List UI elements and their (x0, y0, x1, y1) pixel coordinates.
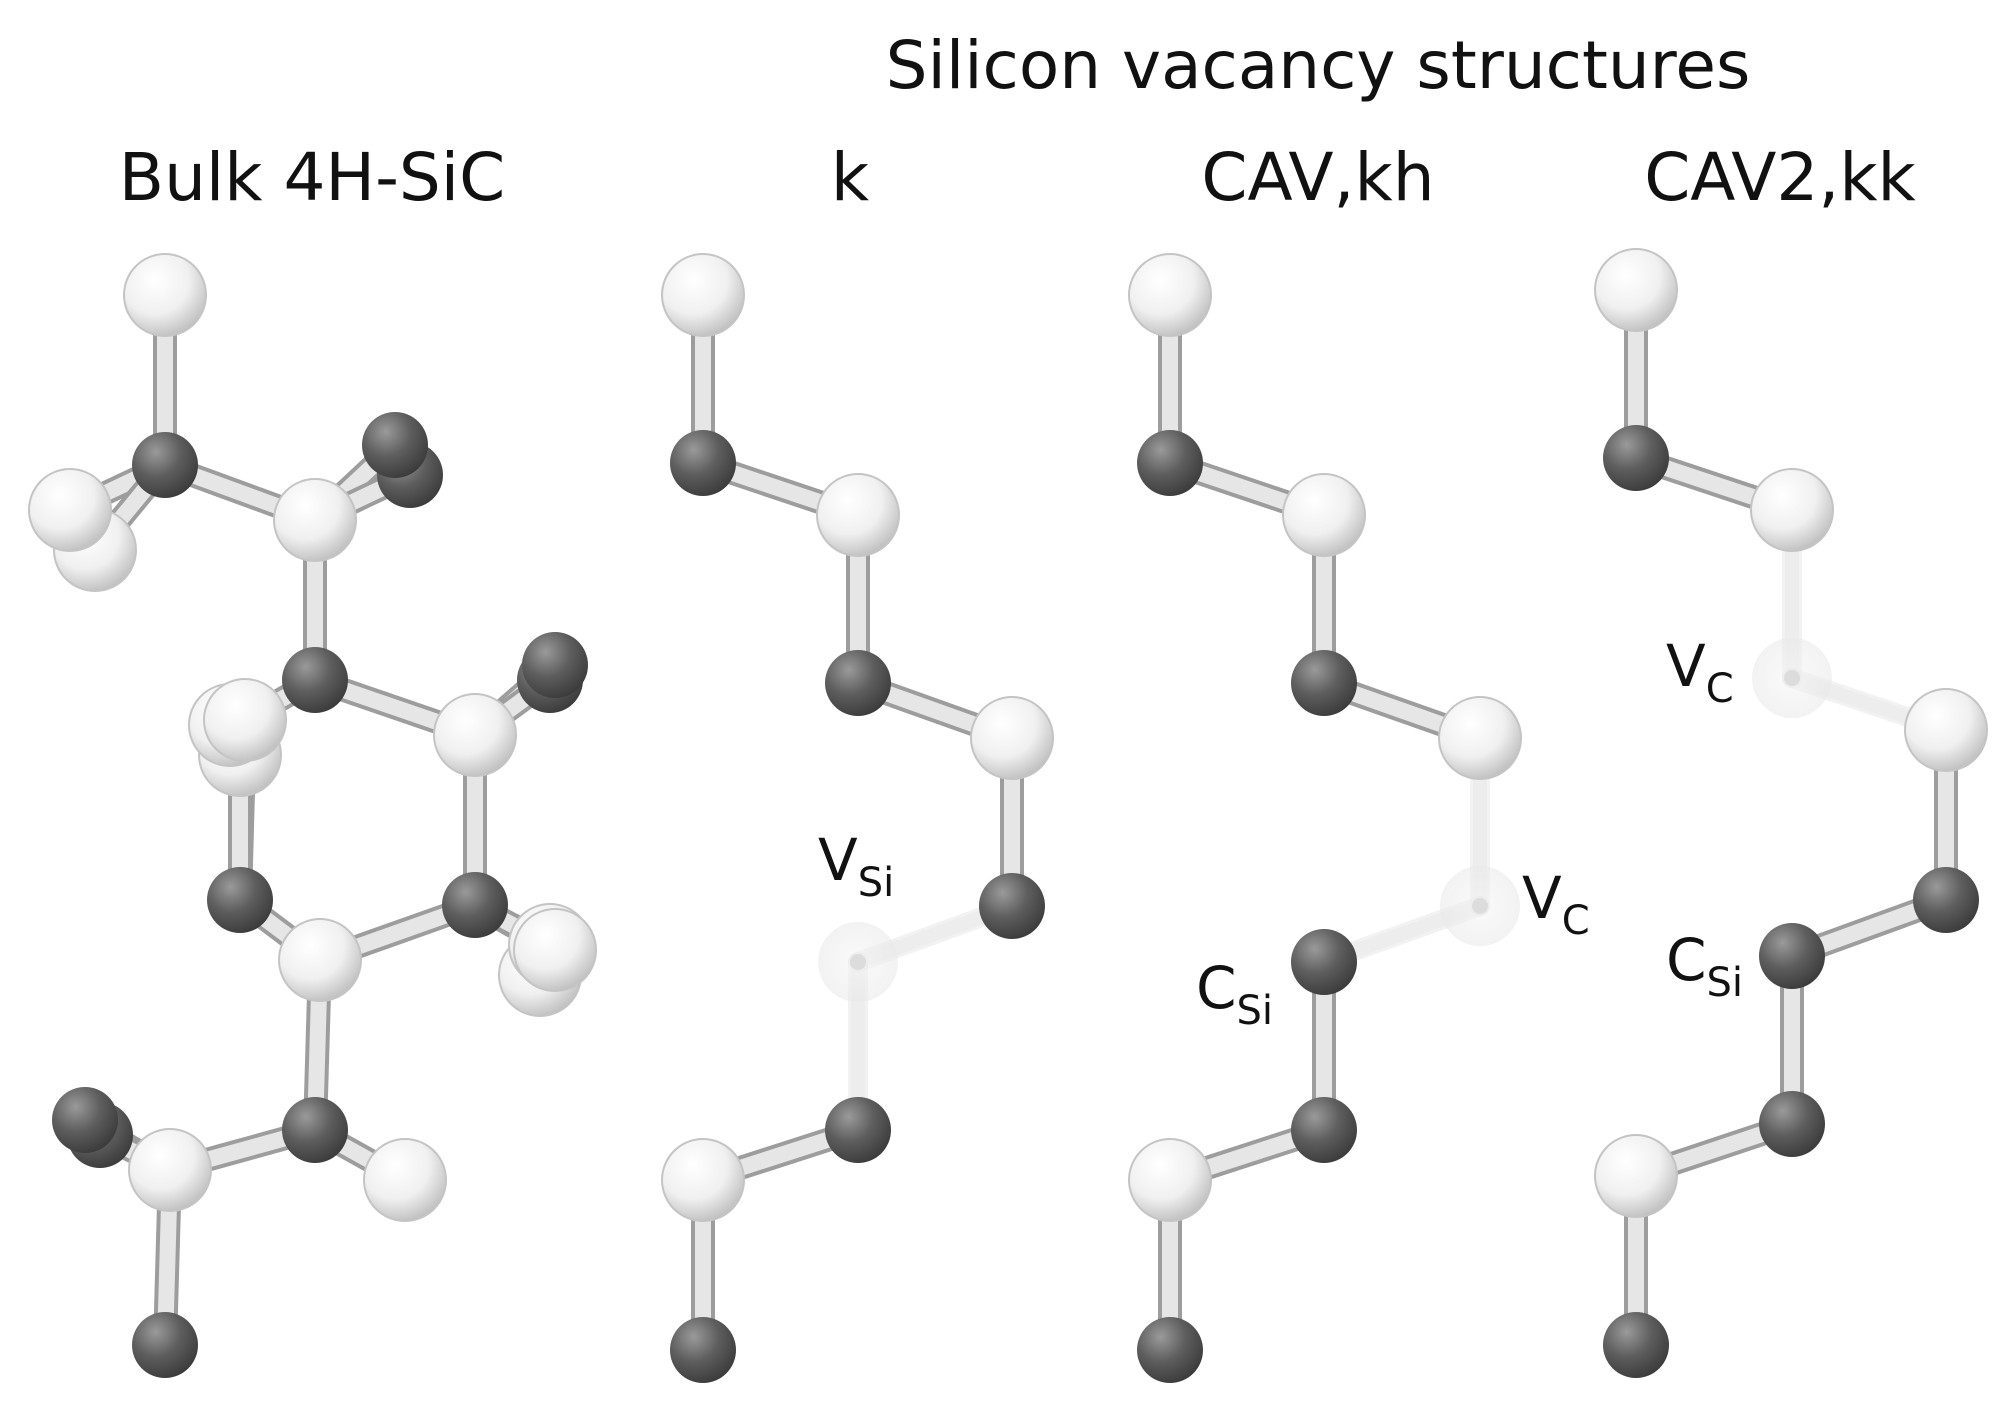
label-c-si-kh-sub: Si (1237, 988, 1274, 1034)
panel-bulk-4h-sic-carbon-atom (132, 432, 198, 498)
label-v-c-kk-main: V (1666, 632, 1706, 700)
label-v-c-kk-sub: C (1706, 666, 1734, 712)
panel-k-carbon-atom (979, 873, 1045, 939)
panel-bulk-4h-sic-silicon-atom (363, 1138, 447, 1222)
label-v-si: VSi (818, 826, 894, 906)
panel-cav-kh-silicon-atom (1128, 1138, 1212, 1222)
label-v-c-kk: VC (1666, 632, 1734, 712)
panel-k-carbon-atom (670, 430, 736, 496)
panel-title-cav2-kk: CAV2,kk (1644, 139, 1916, 216)
panel-bulk-4h-sic-carbon-atom (207, 867, 273, 933)
panel-cav-kh-silicon-atom (1128, 253, 1212, 337)
panel-bulk-4h-sic-silicon-atom (203, 678, 287, 762)
panel-bulk-4h-sic-silicon-atom (433, 693, 517, 777)
panel-cav-kh-carbon-atom (1291, 929, 1357, 995)
label-c-si-kk-main: C (1666, 926, 1707, 994)
panel-k-silicon-atom (970, 696, 1054, 780)
panel-k-carbon-atom (825, 1097, 891, 1163)
panel-bulk-4h-sic-carbon-atom (442, 872, 508, 938)
panel-cav2-kk-carbon-atom (1603, 425, 1669, 491)
label-v-c-kh-main: V (1522, 864, 1562, 932)
label-v-c-kh: VC (1522, 864, 1590, 944)
panel-k-carbon-atom (670, 1317, 736, 1383)
panel-cav2-kk-silicon-atom (1594, 248, 1678, 332)
panel-cav-kh-silicon-atom (1282, 473, 1366, 557)
panel-cav2-kk-carbon-atom (1603, 1312, 1669, 1378)
panel-bulk-4h-sic-carbon-atom (282, 1097, 348, 1163)
panel-bulk-4h-sic-carbon-atom (362, 412, 428, 478)
panel-cav2-kk (1594, 248, 1988, 1378)
panel-k-silicon-atom (816, 473, 900, 557)
panel-bulk-4h-sic-silicon-atom (278, 918, 362, 1002)
panel-bulk-4h-sic-carbon-atom (282, 647, 348, 713)
panel-cav2-kk-carbon-atom (1913, 867, 1979, 933)
label-c-si-kk-sub: Si (1707, 960, 1744, 1006)
panel-k-carbon-atom (825, 650, 891, 716)
panel-bulk-4h-sic (28, 253, 597, 1378)
panel-k (661, 253, 1054, 1383)
panel-cav-kh-carbon-atom (1137, 430, 1203, 496)
panel-bulk-4h-sic-silicon-atom (513, 908, 597, 992)
panel-cav2-kk-silicon-atom (1594, 1134, 1678, 1218)
panel-bulk-4h-sic-carbon-atom (52, 1087, 118, 1153)
panel-title-k: k (831, 139, 870, 216)
figure-title: Silicon vacancy structures (886, 27, 1751, 104)
panel-cav2-kk-vacancy-center (1784, 670, 1800, 686)
panel-bulk-4h-sic-silicon-atom (28, 468, 112, 552)
panel-cav-kh-carbon-atom (1291, 1097, 1357, 1163)
panel-cav-kh-carbon-atom (1137, 1317, 1203, 1383)
panel-k-silicon-atom (661, 253, 745, 337)
panel-cav-kh-silicon-atom (1438, 696, 1522, 780)
panel-cav-kh-carbon-atom (1291, 650, 1357, 716)
label-v-si-main: V (818, 826, 858, 894)
panel-bulk-4h-sic-silicon-atom (273, 478, 357, 562)
panel-bulk-4h-sic-carbon-atom (132, 1312, 198, 1378)
label-c-si-kh: CSi (1196, 954, 1273, 1034)
panel-bulk-4h-sic-carbon-atom (522, 632, 588, 698)
panel-k-vacancy-center (850, 954, 866, 970)
panel-cav2-kk-carbon-atom (1759, 923, 1825, 989)
panel-cav2-kk-silicon-atom (1750, 468, 1834, 552)
panel-cav2-kk-carbon-atom (1759, 1091, 1825, 1157)
label-v-c-kh-sub: C (1562, 898, 1590, 944)
panel-title-cav-kh: CAV,kh (1201, 139, 1434, 216)
panel-bulk-4h-sic-silicon-atom (123, 253, 207, 337)
panel-cav-kh-vacancy-center (1472, 898, 1488, 914)
label-c-si-kh-main: C (1196, 954, 1237, 1022)
panel-title-bulk: Bulk 4H-SiC (119, 139, 505, 216)
panel-bulk-4h-sic-silicon-atom (128, 1128, 212, 1212)
panel-cav2-kk-silicon-atom (1904, 688, 1988, 772)
panel-k-silicon-atom (661, 1138, 745, 1222)
label-v-si-sub: Si (858, 860, 895, 906)
panel-cav-kh (1128, 253, 1522, 1383)
label-c-si-kk: CSi (1666, 926, 1743, 1006)
